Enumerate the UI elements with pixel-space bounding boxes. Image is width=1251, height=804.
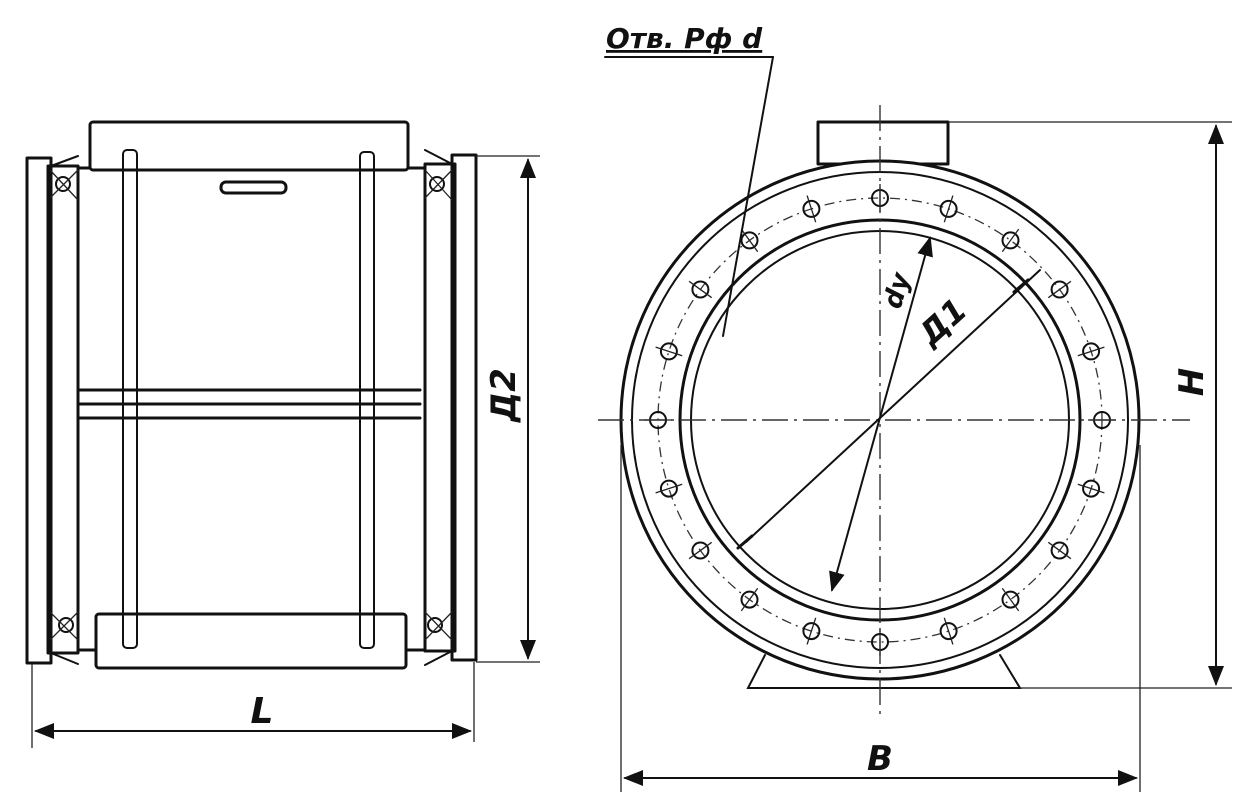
bolt-hole-tick (688, 280, 713, 299)
slot (219, 180, 288, 195)
bolt-hole (1001, 590, 1020, 609)
bolt-hole (939, 622, 958, 641)
dim-width-label: В (867, 739, 893, 779)
bolt-hole (802, 622, 821, 641)
bolt-hole-tick (1077, 346, 1105, 357)
bolt-hole-tick (688, 541, 713, 560)
bolt-hole-tick (943, 617, 954, 645)
side-view: L Д2 (25, 120, 540, 748)
bolt-hole (1050, 280, 1069, 299)
bolt-hole-tick (655, 346, 683, 357)
bolt-hole (802, 199, 821, 218)
dim-height-label: H (1172, 368, 1212, 396)
bolt-hole (691, 541, 710, 560)
left-flange (25, 155, 80, 665)
bolt-hole-tick (1077, 483, 1105, 494)
dim-height: H (948, 121, 1232, 689)
bottom-pad (94, 612, 408, 670)
bolt-hole (1050, 541, 1069, 560)
bolt-hole (659, 342, 678, 361)
bolt-hole (659, 479, 678, 498)
body-shell (76, 166, 427, 652)
bolt-hole-tick (806, 617, 817, 645)
bolt-hole (740, 231, 759, 250)
bolt-hole (1082, 479, 1101, 498)
bolt-hole-tick (1047, 541, 1072, 560)
bolt-hole (691, 280, 710, 299)
dim-length-label: L (251, 691, 274, 732)
bolt-hole-tick (655, 483, 683, 494)
holes-callout: Отв. Рф d (604, 22, 774, 337)
holes-callout-label: Отв. Рф d (606, 22, 763, 55)
bolt-hole (1082, 342, 1101, 361)
bolt-hole-tick (943, 195, 954, 223)
dim-width: В (620, 445, 1141, 792)
middle-band (76, 388, 422, 420)
bolt-hole-tick (806, 195, 817, 223)
bolt-symbols (49, 169, 453, 641)
dim-length: L (31, 662, 475, 748)
bolt-hole-tick (740, 228, 759, 253)
top-boss (816, 120, 950, 166)
bolt-hole-tick (1047, 280, 1072, 299)
dim-flange-diameter-label: Д2 (484, 368, 524, 423)
bolt-hole-tick (1001, 228, 1020, 253)
right-flange (423, 149, 478, 666)
base-support (746, 654, 1022, 689)
bolt-hole-tick (1001, 587, 1020, 612)
bolt-hole (1001, 231, 1020, 250)
rib-right (359, 151, 375, 649)
top-pad (88, 120, 410, 172)
front-view: Д1 dy Отв. Рф d H В (598, 22, 1232, 792)
dim-flange-diameter: Д2 (476, 155, 540, 663)
bolt-hole (740, 590, 759, 609)
bolt-hole (939, 199, 958, 218)
rib-left (122, 149, 138, 649)
bolt-hole-tick (740, 587, 759, 612)
